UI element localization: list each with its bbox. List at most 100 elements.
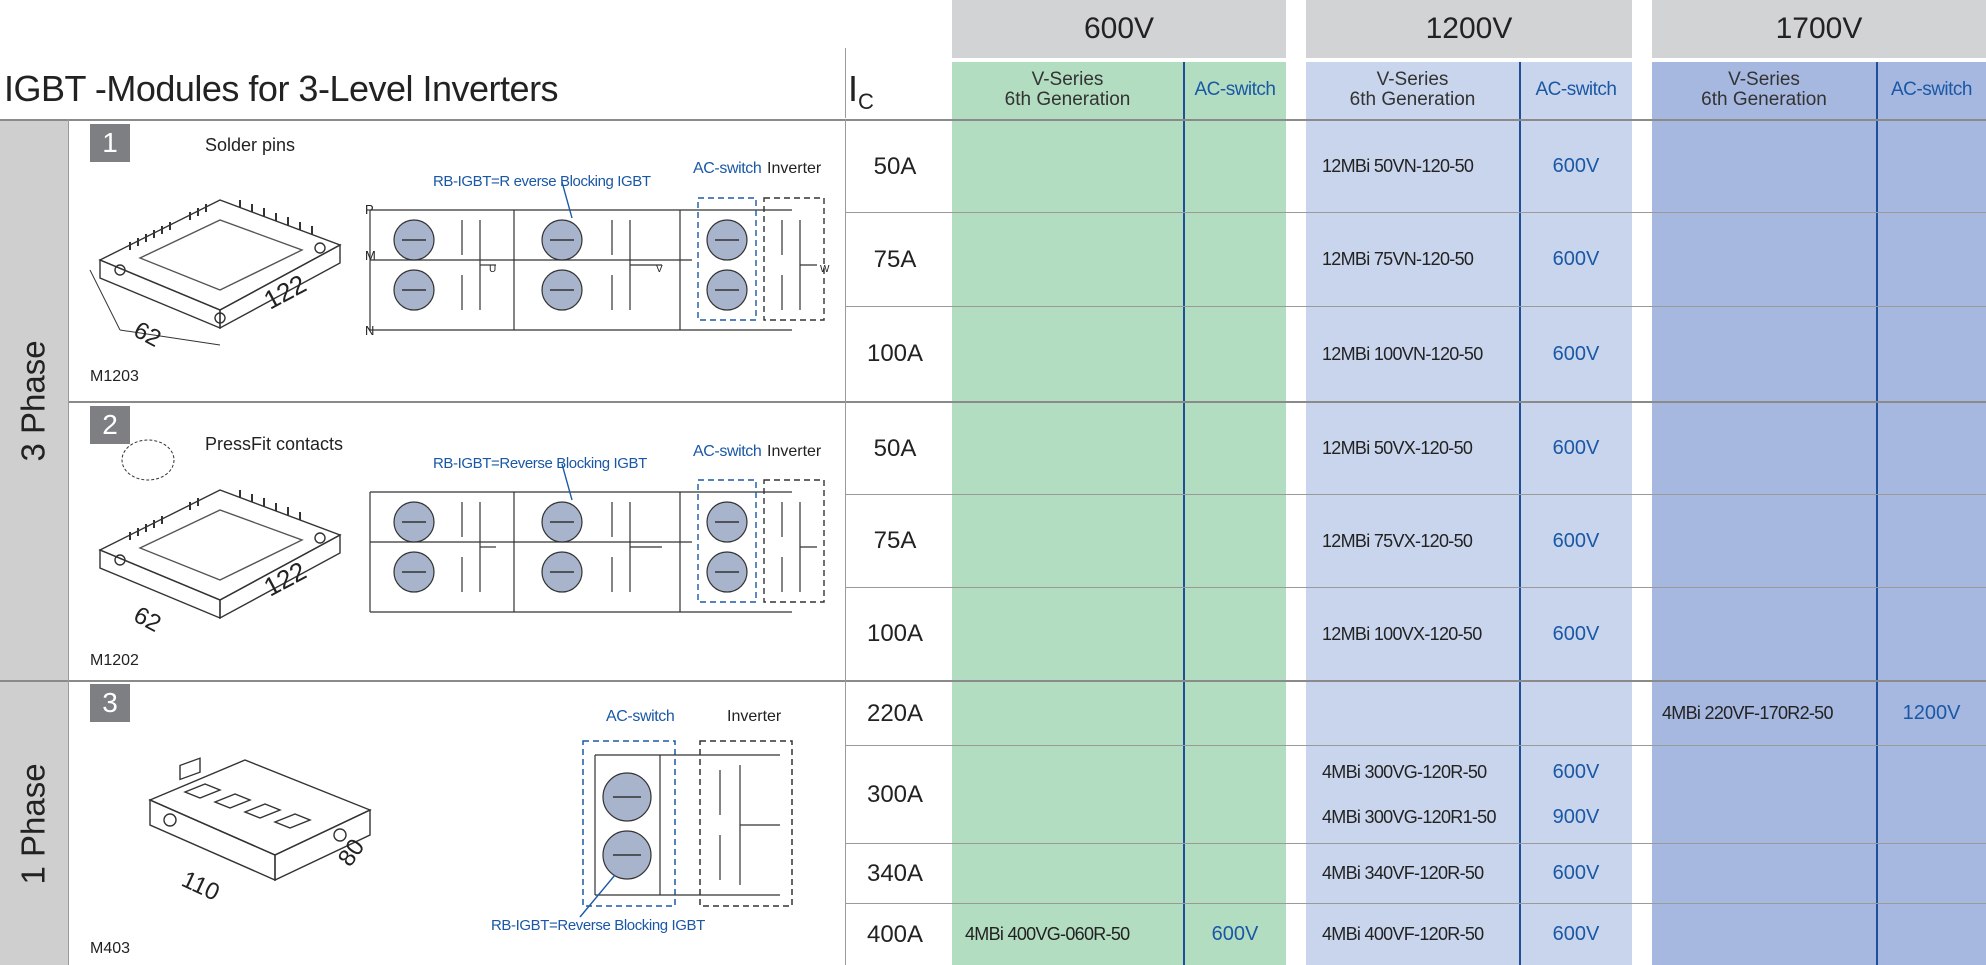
ac-switch-voltage-1200: 600V	[1552, 437, 1600, 459]
ac-switch-voltage-1200: 600V	[1552, 248, 1600, 270]
row-rule	[845, 306, 1986, 307]
module-2-ac-label: AC-switch	[693, 443, 762, 460]
module-3-badge: 3	[90, 684, 130, 722]
voltage-1200-header: 1200V	[1306, 0, 1632, 58]
node-p: P	[365, 202, 374, 217]
node-n: N	[365, 323, 375, 338]
svg-text:62: 62	[129, 316, 165, 350]
part-number-1200[interactable]: 12MBi 100VX-120-50	[1322, 623, 1482, 644]
node-w: W	[820, 264, 830, 275]
ic-cell: 340A	[866, 859, 924, 887]
module-2-badge: 2	[90, 406, 130, 444]
module-2-caption: PressFit contacts	[205, 434, 344, 454]
svg-text:122: 122	[259, 268, 311, 315]
row-rule	[845, 494, 1986, 495]
module-3-ac-label: AC-switch	[606, 708, 675, 725]
part-number-1200[interactable]: 12MBi 75VX-120-50	[1322, 530, 1473, 551]
ac-switch-voltage-1200: 900V	[1552, 805, 1600, 828]
module-2-inv-label: Inverter	[767, 443, 822, 460]
part-number-1200[interactable]: 12MBi 75VN-120-50	[1322, 249, 1474, 269]
phase-3-label: 3 Phase	[0, 121, 68, 680]
voltage-1700-header: 1700V	[1652, 0, 1986, 58]
part-number-1200[interactable]: 12MBi 50VN-120-50	[1322, 156, 1474, 176]
part-number-1200[interactable]: 12MBi 50VX-120-50	[1322, 438, 1473, 458]
phase-1-label: 1 Phase	[0, 682, 68, 965]
svg-text:122: 122	[259, 555, 311, 602]
col-600-ac-bg	[1184, 62, 1286, 965]
node-u: U	[489, 264, 497, 275]
ac-switch-voltage-1700: 1200V	[1902, 702, 1961, 724]
module-1-rb-label: RB-IGBT=R everse Blocking IGBT	[433, 173, 651, 190]
header-separator	[845, 48, 846, 118]
module-1-inv-label: Inverter	[767, 160, 822, 177]
ac-switch-voltage-1200: 600V	[1552, 155, 1600, 177]
part-number-1200[interactable]: 4MBi 340VF-120R-50	[1322, 863, 1484, 883]
row-rule	[845, 212, 1986, 213]
svg-text:62: 62	[129, 601, 165, 637]
ic-cell: 75A	[873, 245, 917, 273]
row-rule	[845, 745, 1986, 746]
module-1-photo: 62 122	[89, 199, 342, 350]
part-number-1200[interactable]: 4MBi 300VG-120R-50	[1322, 761, 1487, 782]
part-number-1200[interactable]: 12MBi 100VN-120-50	[1322, 343, 1483, 364]
col-1700-ac-bg	[1877, 62, 1986, 965]
module-1-caption: Solder pins	[205, 135, 296, 155]
divider-600	[1183, 62, 1185, 965]
module-1-circuit	[369, 181, 825, 331]
module-2-rb-label: RB-IGBT=Reverse Blocking IGBT	[433, 455, 647, 472]
rule-module3	[0, 680, 1986, 682]
part-number-1200[interactable]: 4MBi 300VG-120R1-50	[1322, 806, 1497, 827]
ic-header: IC	[848, 68, 874, 115]
image-col-separator	[845, 119, 846, 965]
rule-module2	[0, 401, 1986, 403]
col-600-series-bg	[952, 62, 1183, 965]
ic-cell: 75A	[873, 527, 917, 554]
ac-switch-voltage-1200: 600V	[1552, 622, 1600, 645]
module-1-package: M1203	[90, 368, 139, 385]
divider-1700	[1876, 62, 1878, 965]
ac-600-header: AC-switch	[1194, 79, 1276, 100]
module-3-rb-label: RB-IGBT=Reverse Blocking IGBT	[491, 917, 705, 934]
module-2-circuit	[369, 463, 825, 613]
ac-1700-header: AC-switch	[1890, 79, 1973, 100]
module-2-photo: 62 122	[98, 439, 342, 638]
part-number-1200[interactable]: 4MBi 400VF-120R-50	[1322, 924, 1484, 944]
svg-text:110: 110	[177, 866, 223, 907]
voltage-600-header: 600V	[952, 0, 1286, 58]
ac-switch-voltage-600: 600V	[1211, 923, 1259, 945]
module-1-ac-label: AC-switch	[693, 160, 762, 177]
phase-col-separator	[68, 119, 69, 965]
ac-switch-voltage-1200: 600V	[1552, 760, 1600, 783]
row-rule	[845, 587, 1986, 588]
rule-top	[0, 119, 1986, 121]
ic-cell: 220A	[866, 699, 924, 727]
ic-cell: 50A	[873, 434, 917, 462]
module-1-badge: 1	[90, 124, 130, 162]
module-3-circuit	[579, 740, 793, 918]
part-number-1700[interactable]: 4MBi 220VF-170R2-50	[1662, 703, 1833, 723]
divider-1200	[1519, 62, 1521, 965]
ic-cell: 100A	[866, 340, 924, 367]
module-2-package: M1202	[90, 652, 139, 669]
module-3-package: M403	[90, 940, 131, 957]
module-3-photo: 110 80	[148, 757, 372, 907]
ic-cell: 50A	[873, 152, 917, 180]
ic-cell: 400A	[866, 920, 924, 948]
part-number-600[interactable]: 4MBi 400VG-060R-50	[965, 924, 1130, 944]
col-1700-series-bg	[1652, 62, 1876, 965]
svg-text:80: 80	[333, 834, 370, 871]
ic-cell: 100A	[866, 620, 924, 647]
ac-switch-voltage-1200: 600V	[1552, 342, 1600, 365]
ac-switch-voltage-1200: 600V	[1552, 923, 1600, 945]
row-rule	[845, 903, 1986, 904]
ac-switch-voltage-1200: 600V	[1552, 862, 1600, 884]
ac-1200-header: AC-switch	[1535, 79, 1617, 100]
ac-switch-voltage-1200: 600V	[1552, 529, 1600, 552]
ic-cell: 300A	[866, 780, 924, 808]
module-3-inv-label: Inverter	[727, 708, 782, 725]
node-v: V	[656, 264, 663, 275]
page-title: IGBT -Modules for 3-Level Inverters	[4, 68, 559, 109]
